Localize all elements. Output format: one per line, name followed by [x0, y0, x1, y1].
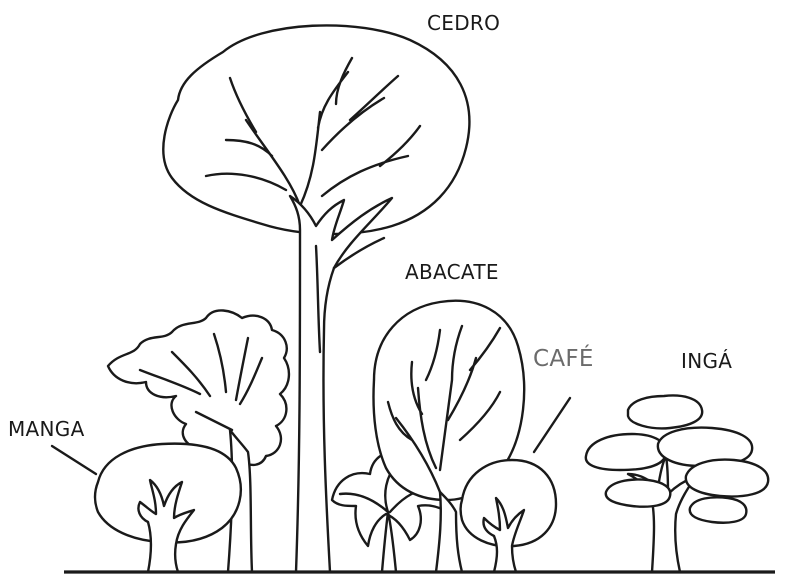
inga-cloud-low-right: [690, 497, 747, 522]
manga-tree: [95, 444, 241, 572]
cafe-label: CAFÉ: [533, 348, 594, 371]
inga-cloud-top: [628, 396, 702, 429]
manga-label: MANGA: [8, 419, 85, 439]
palm-trunk: [382, 512, 396, 572]
inga-label: INGÁ: [681, 351, 732, 371]
cafe-tree: [461, 460, 557, 572]
inga-cloud-left: [586, 434, 666, 470]
inga-cloud-low-left: [606, 480, 671, 507]
inga-cloud-right: [686, 460, 768, 497]
cedro-label: CEDRO: [427, 13, 500, 33]
cedro-crown: [163, 25, 469, 234]
abacate-trunk: [436, 492, 462, 572]
inga-tree: [586, 396, 768, 572]
cafe-leader-line: [534, 398, 570, 452]
abacate-label: ABACATE: [405, 262, 499, 282]
manga-leader-line: [52, 446, 96, 474]
